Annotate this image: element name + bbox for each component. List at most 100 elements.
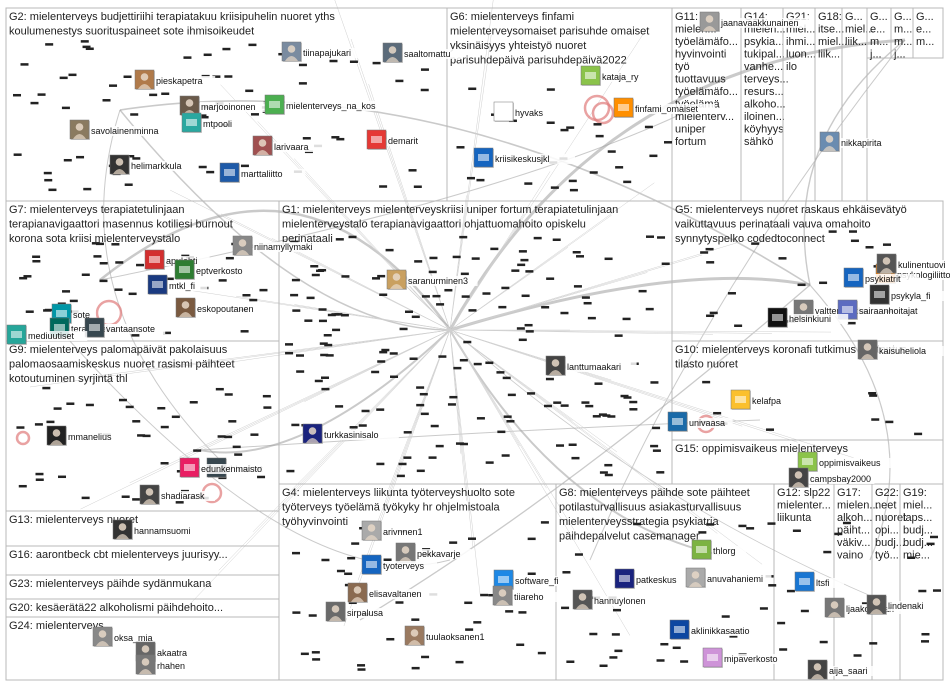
node-mielenterveys_na_kos[interactable]: mielenterveys_na_kos [264, 94, 392, 115]
avatar-head [691, 571, 700, 579]
node-pekkavarje[interactable]: pekkavarje [395, 542, 471, 563]
node-savolainenminna[interactable]: savolainenminna [69, 119, 171, 140]
node-tiinapajukari[interactable]: tiinapajukari [281, 41, 373, 62]
node-dash-227 [604, 257, 613, 261]
node-software_fi[interactable]: software_fi [493, 569, 575, 590]
node-oksa_mia[interactable]: oksa_mia [92, 626, 158, 647]
node-label-bg [273, 142, 323, 152]
node-dash-44 [124, 183, 133, 186]
node-label-bg [815, 578, 844, 588]
node-marttaliitto[interactable]: marttaliitto [219, 162, 306, 183]
node-larivaara[interactable]: larivaara [252, 135, 323, 156]
node-dash-305 [727, 292, 736, 295]
node-dash-180 [306, 296, 315, 300]
node-aija_saari[interactable]: aija_saari [807, 659, 883, 680]
edge-thin-44 [271, 237, 451, 331]
group-title-G23-0: G23: mielenterveys päihde sydänmukana [9, 578, 212, 590]
node-nikkapirita[interactable]: nikkapirita [819, 131, 901, 152]
node-dash-261 [545, 377, 554, 381]
node-dash-383 [336, 569, 345, 573]
node-dash-57 [45, 43, 54, 46]
node-dash-456 [823, 550, 832, 554]
edge-thin-55 [449, 329, 462, 454]
node-shadiarask[interactable]: shadiarask [139, 484, 215, 505]
node-finfami_omaiset[interactable]: finfami_omaiset [613, 97, 715, 118]
node-mtkl_fi[interactable]: mtkl_fi [147, 274, 208, 295]
node-dash-64 [349, 60, 358, 63]
node-kataja_ry[interactable]: kataja_ry [580, 65, 651, 86]
node-demarit[interactable]: demarit [366, 129, 427, 150]
node-helimarkkula[interactable]: helimarkkula [109, 154, 196, 175]
node-rhahen[interactable]: rhahen [135, 654, 191, 675]
node-vantaansote[interactable]: vantaansote [84, 317, 166, 338]
node-kulinentuovi[interactable]: kulinentuovi [876, 253, 950, 274]
node-oppimisvaikeus[interactable]: oppimisvaikeus [797, 451, 894, 472]
node-ltsfi[interactable]: ltsfi [794, 571, 844, 592]
node-sirpalusa[interactable]: sirpalusa [325, 601, 396, 622]
node-niinamyllymaki[interactable]: niinamyllymaki [232, 235, 329, 256]
node-kelafpa[interactable]: kelafpa [730, 389, 791, 410]
group-title-G12-0: G12: slp22 [777, 487, 830, 499]
node-dash-223 [521, 294, 530, 298]
node-sairaanhoitajat[interactable]: sairaanhoitajat [837, 299, 939, 320]
group-title-G22-0: G22: [875, 487, 899, 499]
group-title-G14-5: terveys... [744, 74, 789, 86]
node-arivnnen1[interactable]: arivnnen1 [361, 520, 432, 541]
node-saaltomattu[interactable]: saaltomattu [382, 42, 464, 63]
avatar-body [236, 250, 249, 255]
node-dash-137 [335, 405, 344, 408]
node-jaanavaakkunainen[interactable]: jaanavaakkunainen [699, 11, 812, 32]
node-helsinkiuni[interactable]: helsinkiuni [767, 307, 849, 328]
node-dash-21 [44, 178, 53, 182]
node-tuulaoksanen1[interactable]: tuulaoksanen1 [404, 625, 496, 646]
node-mediuutiset[interactable]: mediuutiset [6, 324, 88, 345]
node-eptverkosto[interactable]: eptverkosto [174, 259, 256, 280]
node-campsbay2000[interactable]: campsbay2000 [788, 467, 875, 488]
avatar-body [880, 268, 893, 273]
node-label-bg [196, 304, 262, 314]
node-label-bg [858, 306, 939, 316]
node-univaasa[interactable]: univaasa [667, 411, 733, 432]
node-eskopoutanen[interactable]: eskopoutanen [175, 297, 262, 318]
node-dash-348 [171, 415, 180, 419]
node-tyoterveys[interactable]: tyoterveys [361, 554, 437, 575]
node-psykyla_fi[interactable]: psykyla_fi [869, 284, 945, 305]
node-elisavaltanen[interactable]: elisavaltanen [347, 582, 439, 603]
node-turkkasinisalo[interactable]: turkkasinisalo [302, 423, 399, 444]
node-pieskapetra[interactable]: pieskapetra [134, 69, 216, 90]
node-patkeskus[interactable]: patkeskus [614, 568, 685, 589]
node-hannuylonen[interactable]: hannuylonen [572, 589, 654, 610]
avatar-head [882, 257, 891, 265]
node-hannamsuomi[interactable]: hannamsuomi [112, 519, 194, 540]
node-dash-354 [263, 406, 272, 409]
node-dash-37 [379, 185, 388, 188]
node-psykiatrit[interactable]: psykiatrit [843, 267, 919, 288]
group-title-G8-2: mielenterveysstrategia psykiatria [559, 516, 719, 528]
node-thlorg[interactable]: thlorg [691, 539, 747, 560]
node-kaisuheliola[interactable]: kaisuheliola [857, 339, 944, 360]
node-tiiareho[interactable]: tiiareho [492, 585, 558, 606]
node-mipaverkosto[interactable]: mipaverkosto [702, 647, 789, 668]
group-title-G18-0: G18: [818, 11, 842, 23]
group-box-G_d [912, 7, 944, 59]
node-hyvaks[interactable]: hyvaks [493, 101, 549, 122]
node-dash-422 [562, 571, 571, 574]
node-aklinikkasaatio[interactable]: aklinikkasaatio [669, 619, 771, 640]
node-lanttumaakari[interactable]: lanttumaakari [545, 355, 637, 376]
node-mmanelius[interactable]: mmanelius [46, 425, 117, 446]
node-dash-204 [560, 311, 569, 315]
node-dash-399 [312, 658, 321, 661]
node-anuvahaniemi[interactable]: anuvahaniemi [685, 567, 772, 588]
node-mtpooli[interactable]: mtpooli [181, 112, 242, 133]
node-kriisikeskusjkl[interactable]: kriisikeskusjkl [473, 147, 575, 168]
node-edunkenmaisto[interactable]: edunkenmaisto [179, 457, 271, 478]
avatar-head [98, 630, 107, 638]
node-saranurminen3[interactable]: saranurminen3 [386, 269, 478, 290]
node-dash-96 [23, 275, 32, 278]
avatar-head [115, 158, 124, 166]
group-title-G20-0: G20: kesäerätä22 alkoholismi päihdehoito… [9, 602, 223, 614]
node-lindenaki[interactable]: lindenaki [866, 594, 937, 615]
group-title-G11-4: työ [675, 61, 690, 73]
avatar-body [576, 604, 589, 609]
avatar-body [143, 499, 156, 504]
